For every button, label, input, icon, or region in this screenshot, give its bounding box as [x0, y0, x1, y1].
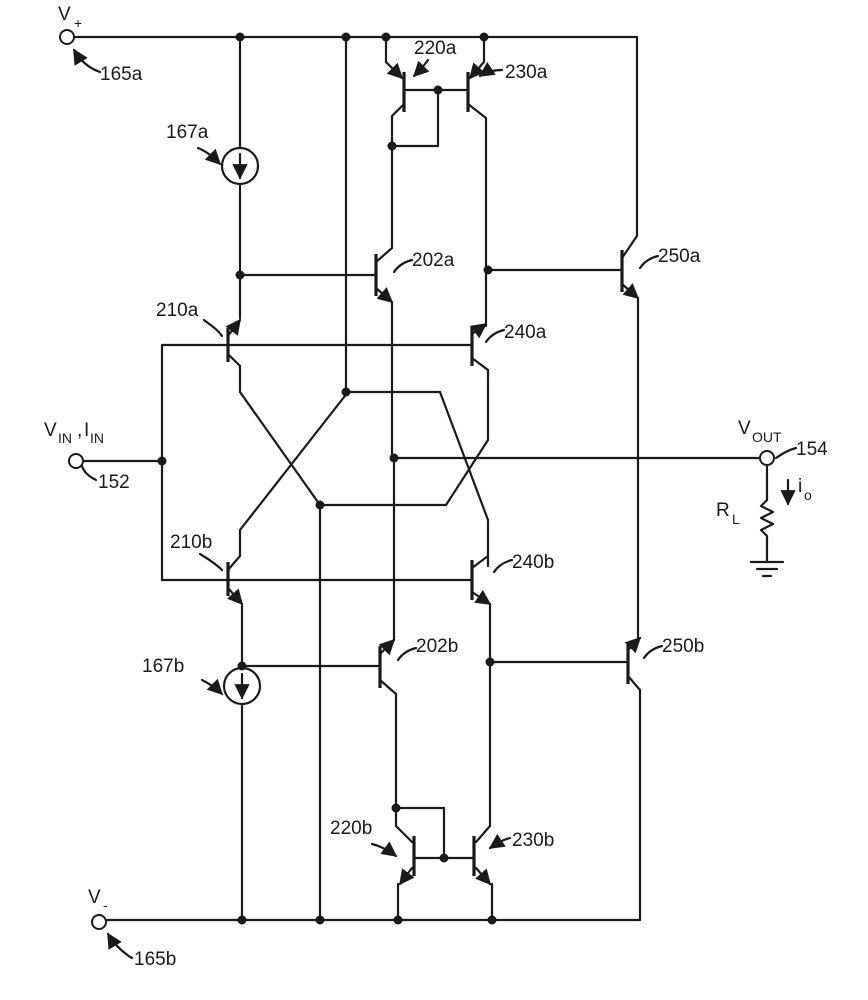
- vminus-subscript: -: [103, 897, 108, 913]
- vminus-symbol: V: [88, 887, 101, 908]
- transistor-230b-label: 230b: [512, 830, 554, 851]
- transistor-240b: 240b: [470, 552, 554, 668]
- vplus-subscript: +: [74, 15, 82, 31]
- cross-coupling: [238, 376, 490, 922]
- transistor-250b-label: 250b: [662, 636, 704, 657]
- transistor-210b-label: 210b: [170, 532, 212, 553]
- iin-symbol: I: [84, 420, 89, 441]
- current-source-167a: 167a: [166, 35, 260, 320]
- transistor-202b: 202b: [240, 456, 458, 810]
- junction-dots: [157, 32, 497, 925]
- transistor-220a-label: 220a: [414, 38, 457, 59]
- current-mirror-top: 220a 230a: [384, 35, 548, 328]
- io-subscript: o: [804, 487, 812, 503]
- transistor-250a-label: 250a: [658, 246, 701, 267]
- current-source-167b-label: 167b: [142, 656, 184, 677]
- transistor-230a-label: 230a: [505, 62, 548, 83]
- vin-subscript: IN: [58, 430, 72, 446]
- rl-subscript: L: [732, 511, 740, 527]
- transistor-210a-label: 210a: [156, 300, 199, 321]
- current-source-167b: 167b: [142, 604, 262, 922]
- transistor-240a-label: 240a: [504, 322, 547, 343]
- vout-ref-label: 154: [796, 439, 828, 460]
- output-terminal: V OUT 154: [394, 418, 828, 466]
- transistor-250a: 250a: [486, 35, 701, 642]
- transistor-220b-label: 220b: [330, 818, 372, 839]
- transistor-210b: 210b: [170, 528, 244, 606]
- vplus-ref-label: 165a: [100, 64, 143, 85]
- vout-subscript: OUT: [752, 429, 782, 445]
- transistor-250b: 250b: [488, 636, 704, 922]
- vin-comma: ,: [77, 420, 82, 441]
- current-mirror-bottom: 220b 230b: [330, 664, 554, 922]
- transistor-240a: 240a: [470, 322, 547, 380]
- vin-symbol: V: [44, 420, 57, 441]
- rl-symbol: R: [716, 500, 730, 521]
- input-terminal: V IN , I IN 152: [44, 420, 164, 493]
- load-resistor: R L: [716, 463, 785, 578]
- output-current-indicator: i o: [780, 476, 812, 506]
- vin-ref-label: 152: [98, 472, 130, 493]
- vplus-symbol: V: [58, 4, 71, 25]
- vminus-ref-label: 165b: [134, 949, 176, 970]
- transistor-202a: 202a: [238, 144, 455, 460]
- current-source-167a-label: 167a: [166, 122, 209, 143]
- transistor-240b-label: 240b: [512, 552, 554, 573]
- transistor-202a-label: 202a: [412, 250, 455, 271]
- vminus-terminal: V - 165b: [88, 887, 176, 970]
- io-symbol: i: [798, 476, 802, 497]
- vout-symbol: V: [738, 418, 751, 439]
- vplus-terminal: V + 165a: [58, 4, 143, 85]
- transistor-202b-label: 202b: [416, 636, 458, 657]
- iin-subscript: IN: [90, 430, 104, 446]
